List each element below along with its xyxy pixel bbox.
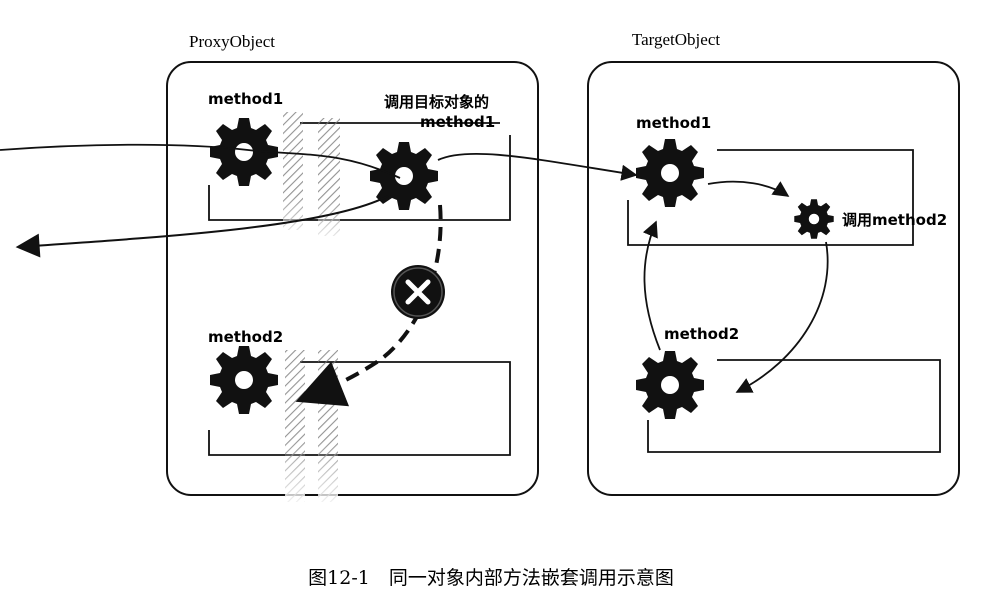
proxy-object-box (166, 61, 539, 496)
call-flow-arrows (0, 143, 829, 393)
proxy-object-title: ProxyObject (189, 32, 275, 51)
target-object-title: TargetObject (632, 30, 720, 49)
target-method1-bracket (627, 149, 914, 246)
proxy-call-target-label-line2: method1 (420, 113, 495, 131)
target-object-box (587, 61, 960, 496)
figure-caption: 图12-1 同一对象内部方法嵌套调用示意图 (308, 567, 674, 589)
proxy-method1-label: method1 (208, 90, 283, 108)
target-method2-label: method2 (664, 325, 739, 343)
gear-icon (210, 346, 278, 414)
internal-call-dashed-arrow (295, 204, 443, 407)
proxy-method2-bracket (208, 361, 511, 456)
aspect-hatch-stripes (283, 112, 340, 502)
target-method2-bracket (647, 359, 941, 453)
gear-icon (636, 351, 704, 419)
proxy-method1-bracket (208, 135, 511, 221)
target-call-method2-label: 调用method2 (842, 211, 947, 229)
proxy-call-target-label-line1: 调用目标对象的 (384, 93, 489, 111)
target-method1-label: method1 (636, 114, 711, 132)
gear-icon (794, 199, 834, 239)
gear-icon (636, 139, 704, 207)
blocked-x-icon (391, 265, 445, 319)
proxy-method2-label: method2 (208, 328, 283, 346)
